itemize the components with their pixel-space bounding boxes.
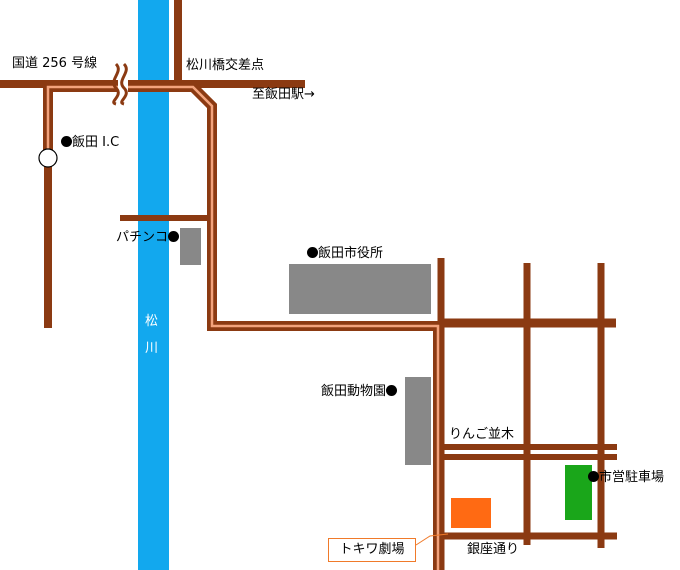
label-parking: 市営駐車場 <box>599 470 665 485</box>
pachinko-building <box>180 228 201 265</box>
label-matsukawa-bridge: 松川橋交差点 <box>186 58 265 73</box>
road-break-icon <box>112 62 128 106</box>
dot-marker-icon <box>588 471 599 482</box>
dot-marker-icon <box>168 231 180 242</box>
callout-pointer <box>415 533 449 546</box>
dot-marker-icon <box>386 385 398 396</box>
dot-marker-icon <box>307 247 318 258</box>
label-route256: 国道 256 号線 <box>12 56 98 71</box>
route-casing-main <box>128 82 443 570</box>
river-label-char-1: 松 <box>145 314 159 329</box>
label-zoo-group: 飯田動物園 <box>321 384 398 400</box>
label-iida-ic: 飯田 I.C <box>72 135 120 150</box>
label-pachinko: パチンコ <box>116 230 169 245</box>
parking-lot <box>565 465 592 520</box>
city-hall-building <box>289 264 431 314</box>
label-ringo-namiki: りんご並木 <box>449 427 515 442</box>
zoo-building <box>405 377 431 465</box>
label-ginza-dori: 銀座通り <box>467 542 520 557</box>
river-label-char-2: 川 <box>145 341 159 356</box>
interchange-circle-icon <box>38 148 58 168</box>
label-city-hall-group: 飯田市役所 <box>307 246 383 262</box>
route-core <box>46 85 118 158</box>
label-parking-group: 市営駐車場 <box>588 470 664 486</box>
matsukawa-river <box>138 0 169 570</box>
tokiwa-theater-building <box>451 498 491 528</box>
label-to-station[interactable]: 至飯田駅→ <box>252 87 315 102</box>
label-pachinko-group: パチンコ <box>116 230 180 246</box>
dot-marker-icon <box>61 136 72 147</box>
label-zoo: 飯田動物園 <box>321 384 387 399</box>
tokiwa-theater-callout[interactable]: トキワ劇場 <box>328 538 416 562</box>
label-city-hall: 飯田市役所 <box>318 246 384 261</box>
label-iida-ic-group: 飯田 I.C <box>61 135 119 151</box>
highlighted-route <box>43 82 443 570</box>
route-core-main <box>128 85 440 570</box>
